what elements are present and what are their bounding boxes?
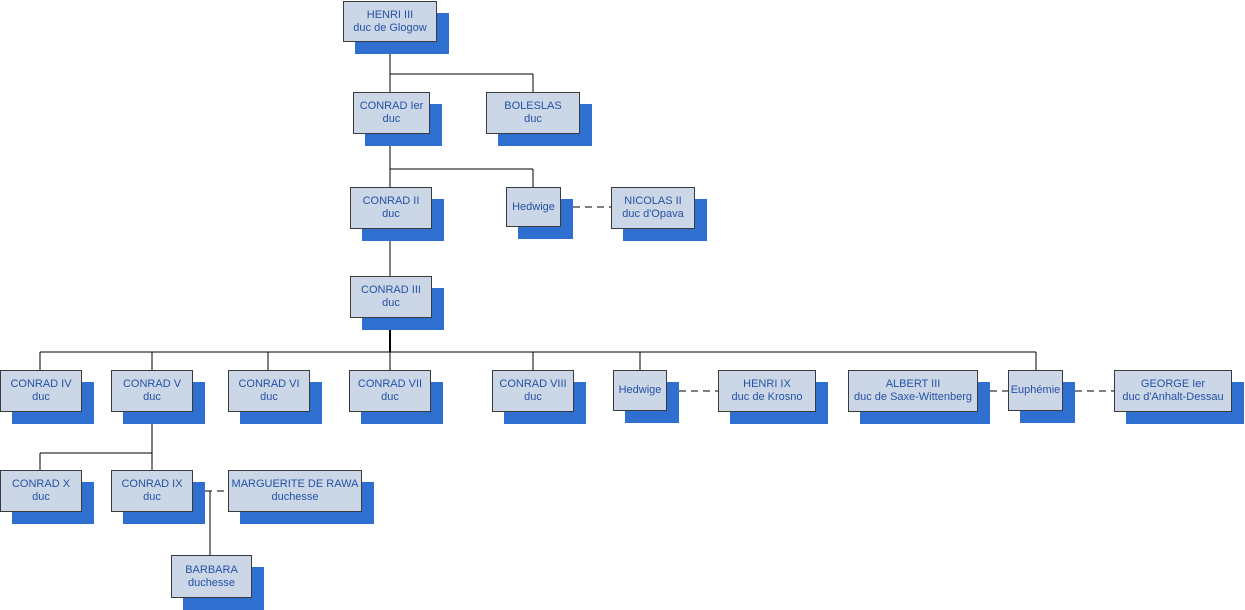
person-node-hedwige2[interactable]: Hedwige <box>613 370 667 411</box>
person-name: CONRAD VI <box>238 378 300 390</box>
person-name: CONRAD IX <box>121 478 183 490</box>
person-title: duc <box>143 391 161 403</box>
person-title: duc <box>260 391 278 403</box>
person-title: duc <box>382 208 400 220</box>
person-title: duchesse <box>187 576 236 589</box>
person-node-euphemie[interactable]: Euphémie <box>1008 370 1063 411</box>
person-title: duc <box>524 113 542 125</box>
person-title: duc <box>32 491 50 503</box>
person-name: HENRI IX <box>743 378 791 390</box>
person-name: MARGUERITE DE RAWA <box>231 478 359 490</box>
person-title: duc <box>382 113 401 125</box>
person-name: CONRAD V <box>122 378 182 390</box>
person-name: Hedwige <box>512 200 555 213</box>
person-title: duc <box>382 297 400 309</box>
person-title: duc <box>143 491 161 503</box>
person-name: ALBERT III <box>885 378 941 390</box>
person-name: CONRAD VIII <box>499 378 567 390</box>
person-name: CONRAD X <box>11 478 71 490</box>
person-name: CONRAD III <box>361 284 421 296</box>
person-title: duc de Saxe-Wittenberg <box>853 391 972 403</box>
person-name: CONRAD II <box>362 195 420 207</box>
person-name: CONRAD VII <box>357 378 423 390</box>
person-name: BARBARA <box>185 563 238 576</box>
person-name: NICOLAS II <box>624 195 682 207</box>
person-name: Hedwige <box>618 384 662 396</box>
person-name: Euphémie <box>1010 384 1061 396</box>
person-name: CONRAD Ier <box>359 100 424 112</box>
person-name: BOLESLAS <box>504 100 562 112</box>
person-title: duchesse <box>271 491 319 503</box>
person-title: duc <box>32 391 50 403</box>
person-title: duc d'Opava <box>622 208 684 220</box>
person-title: duc <box>381 391 399 403</box>
person-name: CONRAD IV <box>10 378 72 390</box>
person-title: duc de Krosno <box>731 391 803 403</box>
person-title: duc d'Anhalt-Dessau <box>1122 391 1224 403</box>
person-name: GEORGE Ier <box>1140 378 1206 390</box>
person-title: duc <box>524 391 542 403</box>
person-title: duc de Glogow <box>353 21 427 34</box>
person-name: HENRI III <box>366 8 414 21</box>
person-node-hedwige1[interactable]: Hedwige <box>506 187 561 227</box>
